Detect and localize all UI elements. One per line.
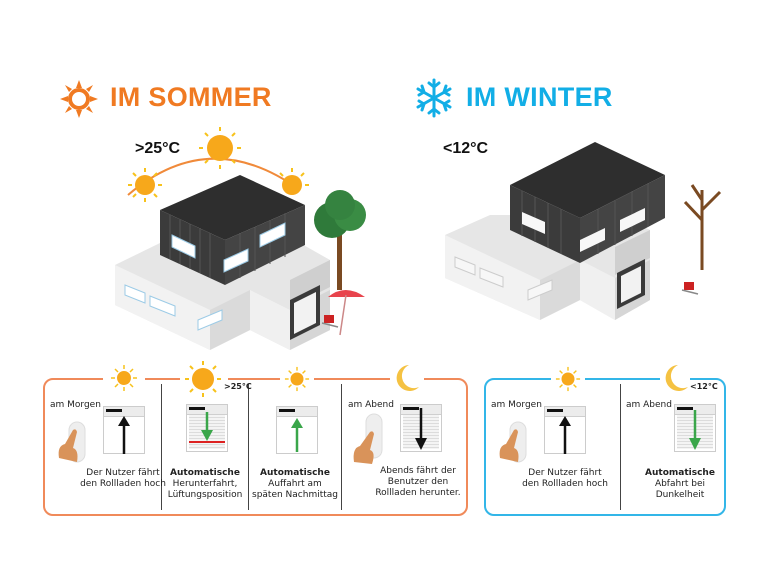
summer-temperature-label: >25°C (135, 140, 181, 157)
sun-icon (555, 366, 581, 392)
moon-icon (396, 365, 419, 391)
sun-icon (111, 365, 137, 391)
step-caption: Der Nutzer fährt den Rollladen hoch (80, 468, 166, 489)
chair-icon (681, 282, 699, 295)
time-label: am Morgen (50, 400, 101, 410)
snowflake-icon (416, 78, 452, 118)
arrow-up-icon (291, 418, 303, 452)
winter-house-illustration (445, 142, 722, 320)
sun-icon (279, 168, 309, 195)
divider (161, 384, 162, 510)
chair-icon (321, 315, 339, 328)
time-label: am Abend (348, 400, 394, 410)
winter-heading: IM WINTER (466, 82, 613, 112)
parasol-icon (328, 290, 365, 336)
divider (248, 384, 249, 510)
temp-threshold-label: >25°C (224, 382, 252, 391)
winter-temperature-label: <12°C (443, 140, 489, 157)
summer-house-illustration (115, 127, 366, 350)
arrow-down-icon (201, 412, 213, 441)
moon-icon (503, 144, 530, 174)
step-caption: Abends fährt der Benutzer den Rollladen … (375, 466, 461, 498)
time-label: am Morgen (491, 400, 542, 410)
divider (341, 384, 342, 510)
arrow-down-icon (689, 410, 701, 450)
temp-threshold-label: <12°C (690, 382, 718, 391)
arrow-down-icon (415, 408, 427, 450)
winter-timeline-panel (484, 378, 726, 516)
summer-timeline-panel (43, 378, 468, 516)
step-caption: Der Nutzer fährt den Rollladen hoch (522, 468, 608, 489)
sun-icon (128, 168, 162, 202)
remote-hand-icon (353, 413, 383, 464)
time-label: am Abend (626, 400, 672, 410)
sun-icon (199, 127, 241, 169)
remote-hand-icon (499, 421, 527, 463)
sun-icon (60, 80, 98, 118)
summer-heading: IM SOMMER (110, 82, 272, 112)
divider (620, 384, 621, 510)
remote-hand-icon (58, 421, 86, 463)
moon-icon (665, 365, 688, 391)
arrow-up-icon (118, 416, 130, 454)
sun-large-icon (185, 361, 221, 397)
sun-icon (284, 366, 310, 392)
bare-tree-icon (683, 184, 722, 270)
tree-icon (314, 190, 366, 290)
arrow-up-icon (559, 416, 571, 454)
